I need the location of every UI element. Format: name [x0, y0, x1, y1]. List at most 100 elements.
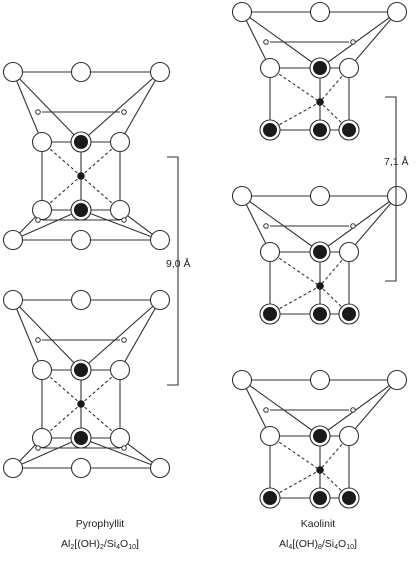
- oxygen-atom: [231, 185, 253, 207]
- hydroxyl-atom-core: [74, 431, 88, 445]
- bond-line: [319, 195, 398, 253]
- bond-line: [241, 11, 321, 69]
- octahedral-bond: [269, 435, 321, 471]
- oxygen-atom: [231, 1, 253, 23]
- silicon-atom: [35, 337, 41, 343]
- tetrahedral-sheet-upper: [12, 71, 161, 143]
- silicon-atom: [263, 223, 269, 229]
- silicon-atom: [263, 39, 269, 45]
- silicon-atom: [121, 109, 127, 115]
- formula-pyrophyllit: Al2[(OH)2/Si4O10]: [61, 538, 139, 551]
- hydroxyl-atom-core: [263, 123, 277, 137]
- bond-line: [80, 299, 161, 371]
- hydroxyl-atom-core: [74, 363, 88, 377]
- oxygen-atom: [31, 427, 53, 449]
- oxygen-atom: [259, 241, 281, 263]
- bond-line: [241, 379, 321, 437]
- oxygen-atom: [2, 457, 24, 479]
- formula-kaolinit: Al4[(OH)8/Si4O10]: [279, 538, 357, 551]
- oxygen-atom: [338, 241, 360, 263]
- aluminium-atom: [316, 98, 324, 106]
- octahedral-bond: [269, 469, 321, 499]
- oxygen-atom: [109, 199, 131, 221]
- bond-line: [319, 11, 398, 69]
- oxygen-atom: [149, 289, 171, 311]
- silicon-atom: [35, 217, 41, 223]
- oxygen-atom: [2, 61, 24, 83]
- silicon-atom: [35, 109, 41, 115]
- oxygen-atom: [259, 425, 281, 447]
- hydroxyl-atom-core: [313, 123, 327, 137]
- oxygen-atom: [70, 457, 92, 479]
- octahedral-bond: [269, 67, 321, 103]
- oxygen-atom: [231, 369, 253, 391]
- hydroxyl-atom-core: [313, 245, 327, 259]
- oxygen-atom: [109, 359, 131, 381]
- hydroxyl-atom-core: [342, 307, 356, 321]
- hydroxyl-atom-core: [342, 491, 356, 505]
- bond-line: [12, 437, 82, 469]
- bond-line: [80, 209, 161, 241]
- oxygen-atom: [309, 185, 331, 207]
- silicon-atom: [121, 217, 127, 223]
- hydroxyl-atom-core: [74, 135, 88, 149]
- label-pyrophyllit: Pyrophyllit: [75, 518, 125, 530]
- silicon-atom: [121, 337, 127, 343]
- bond-line: [12, 299, 82, 371]
- oxygen-atom: [338, 425, 360, 447]
- oxygen-atom: [2, 289, 24, 311]
- oxygen-atom: [109, 131, 131, 153]
- oxygen-atom: [338, 57, 360, 79]
- interlayer-bracket-right: [385, 96, 397, 282]
- oxygen-atom: [309, 369, 331, 391]
- oxygen-atom: [109, 427, 131, 449]
- bond-line: [80, 437, 161, 469]
- oxygen-atom: [259, 57, 281, 79]
- hydroxyl-atom-core: [313, 307, 327, 321]
- bond-line: [319, 379, 398, 437]
- interlayer-bracket-left: [167, 156, 179, 386]
- oxygen-atom: [70, 229, 92, 251]
- oxygen-atom: [31, 359, 53, 381]
- hydroxyl-atom-core: [74, 203, 88, 217]
- label-kaolinit: Kaolinit: [300, 518, 336, 530]
- oxygen-atom: [386, 185, 408, 207]
- oxygen-atom: [149, 61, 171, 83]
- hydroxyl-atom-core: [342, 123, 356, 137]
- octahedral-bond: [269, 101, 321, 131]
- hydroxyl-atom-core: [313, 491, 327, 505]
- hydroxyl-atom-core: [263, 307, 277, 321]
- octahedral-bond: [269, 251, 321, 287]
- label-interlayer-spacing-left: 9,0 Å: [166, 258, 191, 270]
- silicon-atom: [350, 223, 356, 229]
- aluminium-atom: [316, 466, 324, 474]
- silicon-atom: [121, 445, 127, 451]
- oxygen-atom: [70, 289, 92, 311]
- bond-line: [12, 209, 82, 241]
- silicon-atom: [35, 445, 41, 451]
- bond-line: [80, 71, 161, 143]
- aluminium-atom: [77, 400, 85, 408]
- oxygen-atom: [31, 199, 53, 221]
- oxygen-atom: [386, 369, 408, 391]
- hydroxyl-atom-core: [263, 491, 277, 505]
- silicon-atom: [350, 39, 356, 45]
- octahedral-bond: [269, 285, 321, 315]
- silicon-atom: [350, 407, 356, 413]
- oxygen-atom: [386, 1, 408, 23]
- aluminium-atom: [77, 172, 85, 180]
- hydroxyl-atom-core: [313, 61, 327, 75]
- oxygen-atom: [149, 229, 171, 251]
- oxygen-atom: [309, 1, 331, 23]
- oxygen-atom: [2, 229, 24, 251]
- bond-line: [241, 195, 321, 253]
- tetrahedral-sheet-upper: [12, 299, 161, 371]
- label-interlayer-spacing-right: 7,1 Å: [384, 156, 409, 168]
- hydroxyl-atom-core: [313, 429, 327, 443]
- bond-line: [12, 71, 82, 143]
- oxygen-atom: [149, 457, 171, 479]
- aluminium-atom: [316, 282, 324, 290]
- silicon-atom: [263, 407, 269, 413]
